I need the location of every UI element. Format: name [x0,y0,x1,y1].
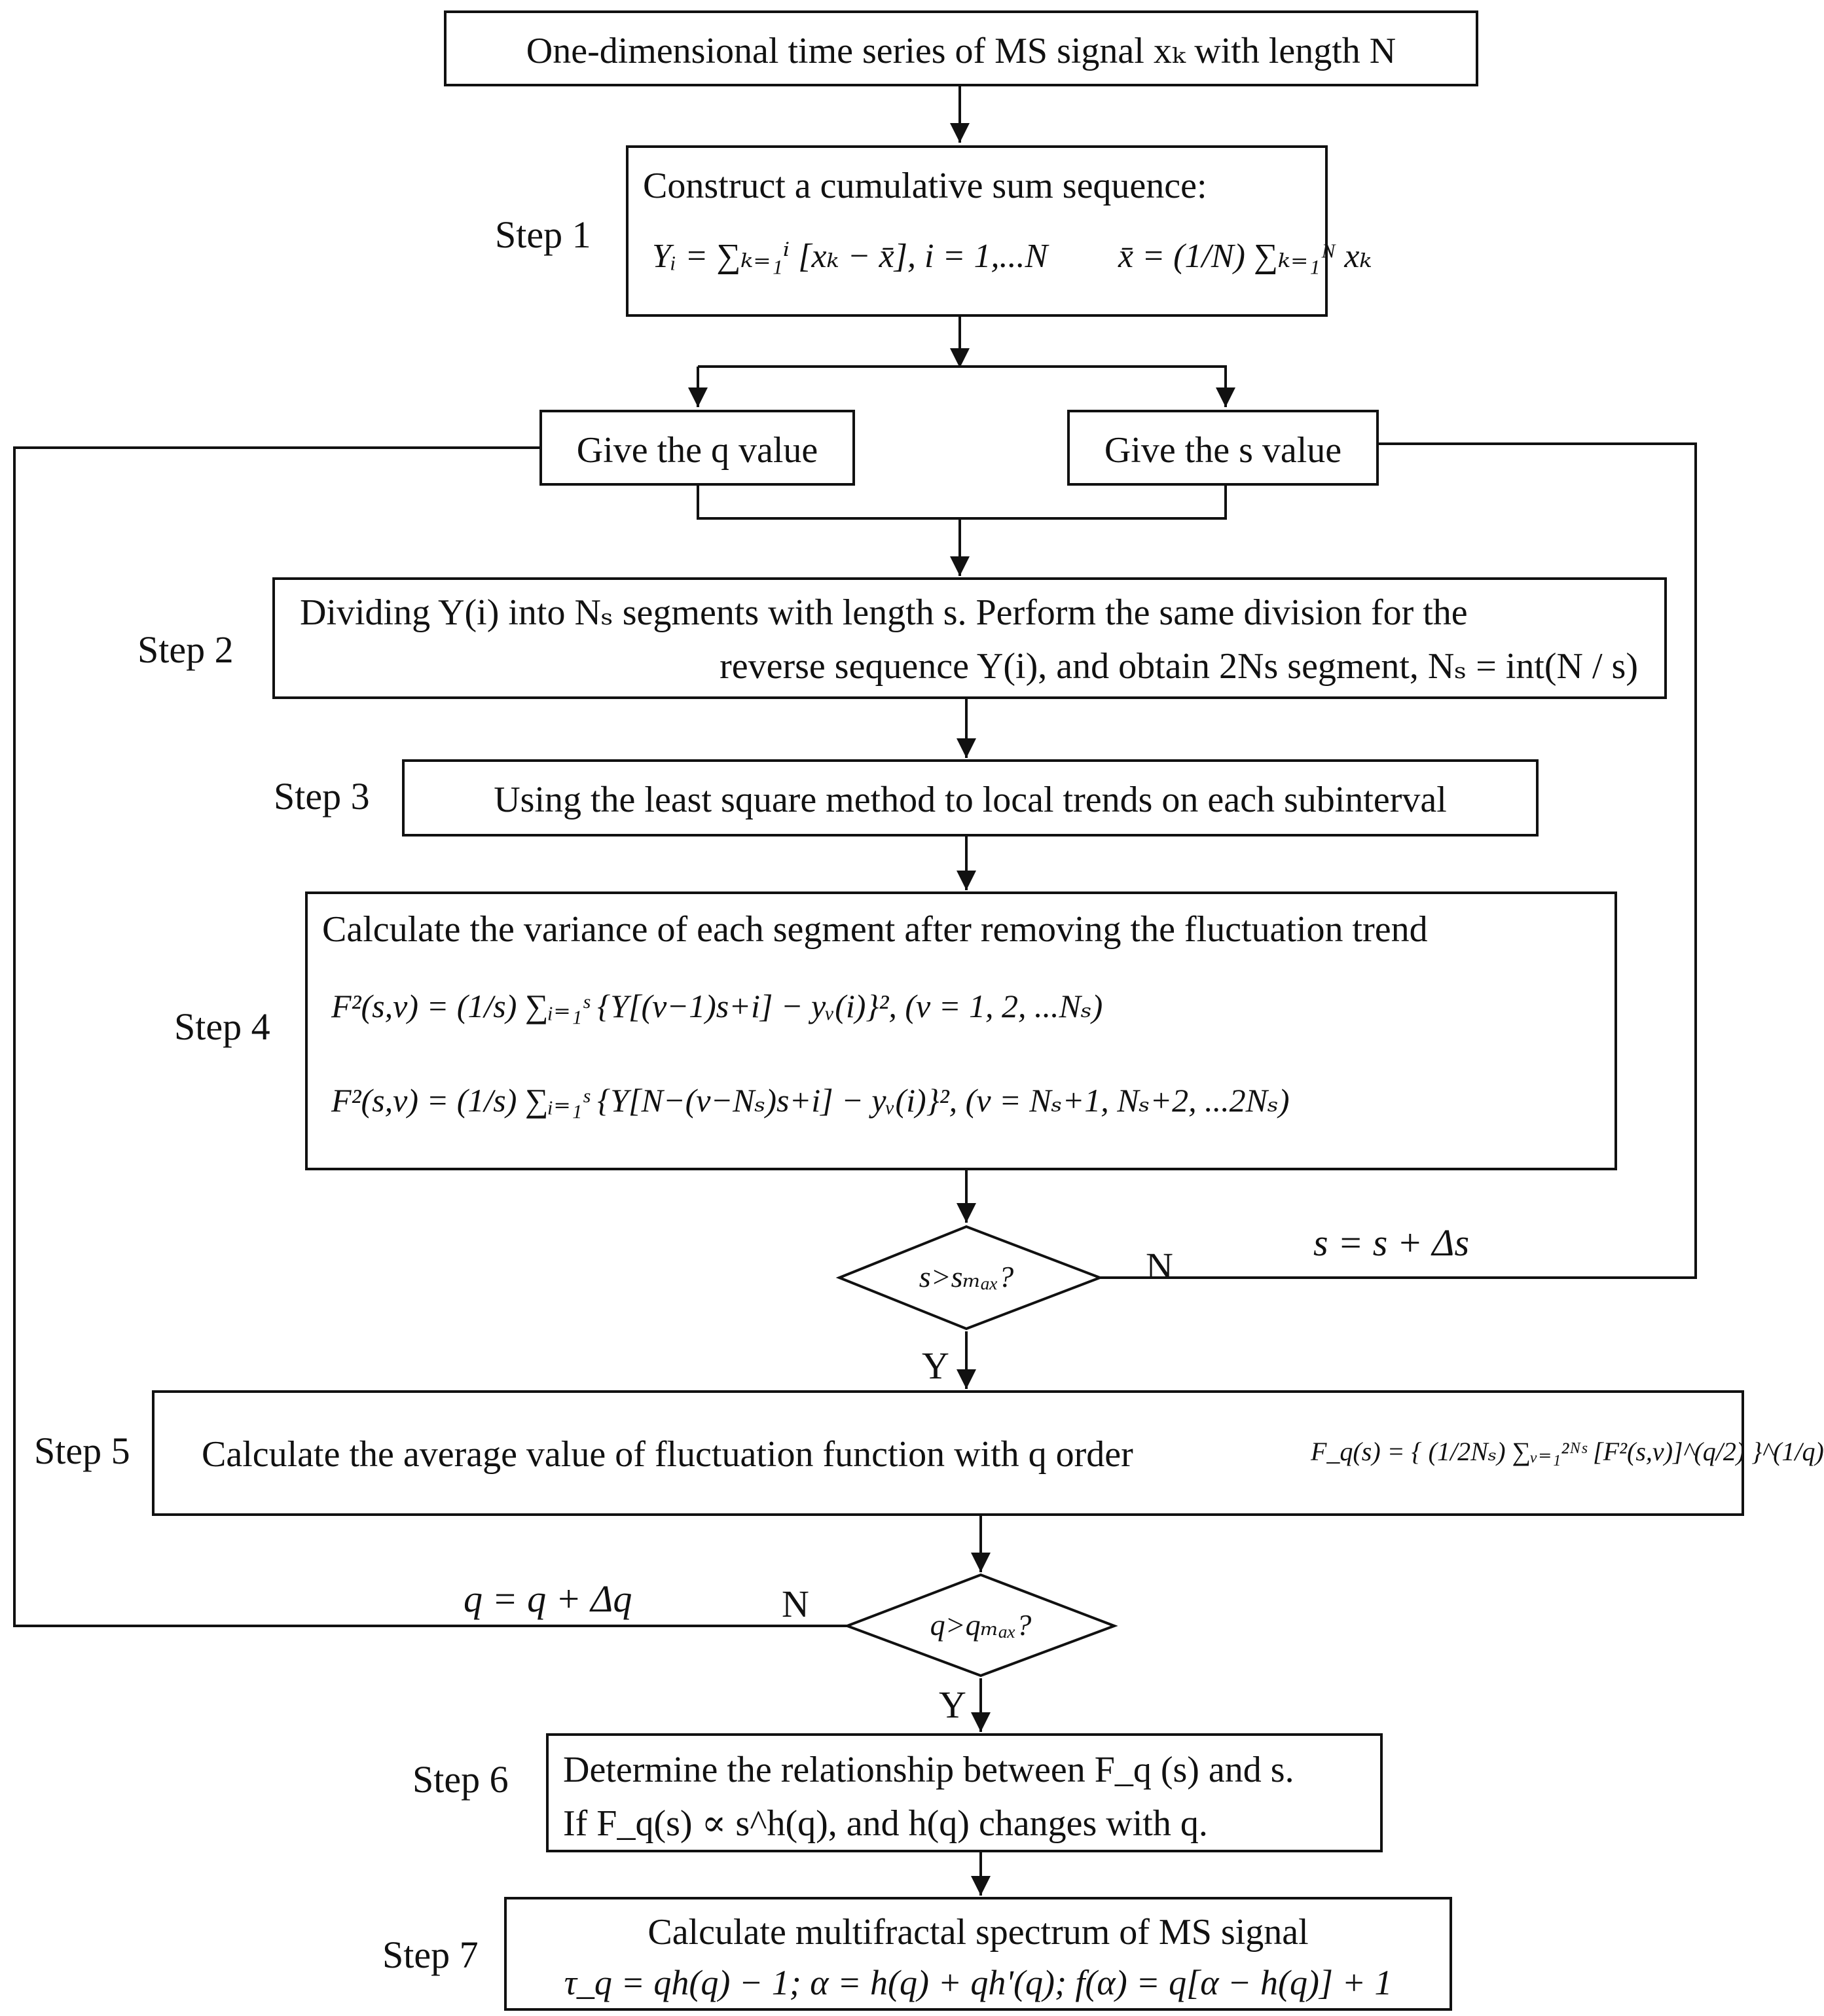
s-update-label: s = s + Δs [1313,1221,1470,1264]
step-2-box: Dividing Y(i) into Nₛ segments with leng… [272,577,1667,699]
edge-decision-q-no [13,446,847,1627]
decision-q-yes-label: Y [939,1683,966,1726]
step-7-label: Step 7 [382,1934,479,1976]
step-4-eq-2: F²(s,v) = (1/s) ∑ᵢ₌₁ˢ {Y[N−(v−Nₛ)s+i] − … [331,1082,1290,1119]
decision-s-yes-label: Y [922,1344,949,1387]
decision-s-no-label: N [1146,1245,1173,1287]
decision-q-shape [843,1573,1118,1678]
step-4-eq-1: F²(s,v) = (1/s) ∑ᵢ₌₁ˢ {Y[(v−1)s+i] − yᵥ(… [331,988,1103,1024]
step-4-box: Calculate the variance of each segment a… [305,891,1617,1170]
step-2-line-2: reverse sequence Y(i), and obtain 2Ns se… [720,646,1638,687]
connectors [13,86,1697,1896]
step-6-label: Step 6 [412,1758,509,1801]
step-2-label: Step 2 [137,628,234,671]
input-text: One-dimensional time series of MS signal… [526,31,1396,71]
step-4-label: Step 4 [174,1005,270,1048]
give-s-box: Give the s value [1067,410,1379,486]
decision-s-text: s>sₘₐₓ? [919,1260,1014,1293]
step-5-box: Calculate the average value of fluctuati… [152,1390,1824,1516]
step-1-title: Construct a cumulative sum sequence: [643,166,1207,206]
q-update-label: q = q + Δq [464,1577,632,1620]
step-1-label: Step 1 [495,213,591,256]
step-7-line-2: τ_q = qh(q) − 1; α = h(q) + qh'(q); f(α)… [564,1963,1393,2002]
step-3-box: Using the least square method to local t… [402,759,1539,837]
step-1-eq-right: x̄ = (1/N) ∑ₖ₌₁ᴺ xₖ [1118,238,1372,275]
step-3-label: Step 3 [274,775,370,818]
flowchart: One-dimensional time series of MS signal… [13,10,1824,2011]
edge-split-s [698,365,1227,407]
give-s-text: Give the s value [1104,430,1342,471]
step-4-title: Calculate the variance of each segment a… [322,909,1428,950]
edge-decision-s-no [1100,442,1697,1279]
step-1-box: Construct a cumulative sum sequence: Yᵢ … [626,145,1372,317]
step-2-line-1: Dividing Y(i) into Nₛ segments with leng… [300,592,1468,633]
step-5-eq: F_q(s) = { (1/2Nₛ) ∑ᵥ₌₁²ᴺˢ [F²(s,v)]^(q/… [1311,1437,1824,1466]
decision-q-no-label: N [782,1583,809,1625]
step-6-line-1: Determine the relationship between F_q (… [563,1750,1294,1790]
step-5-text: Calculate the average value of fluctuati… [202,1434,1133,1475]
input-box: One-dimensional time series of MS signal… [444,10,1478,86]
step-7-line-1: Calculate multifractal spectrum of MS si… [648,1912,1309,1953]
step-6-box: Determine the relationship between F_q (… [546,1733,1383,1852]
give-q-box: Give the q value [539,410,855,486]
step-5-label: Step 5 [34,1430,130,1472]
step-6-line-2: If F_q(s) ∝ s^h(q), and h(q) changes wit… [563,1803,1208,1844]
give-q-text: Give the q value [576,430,818,471]
step-3-text: Using the least square method to local t… [494,780,1447,820]
decision-s-shape [835,1225,1104,1331]
edge-merge [697,484,1227,520]
decision-q-text: q>qₘₐₓ? [930,1608,1032,1642]
step-1-eq-left: Yᵢ = ∑ₖ₌₁ⁱ [xₖ − x̄], i = 1,...N [652,238,1048,275]
step-7-box: Calculate multifractal spectrum of MS si… [504,1897,1452,2011]
